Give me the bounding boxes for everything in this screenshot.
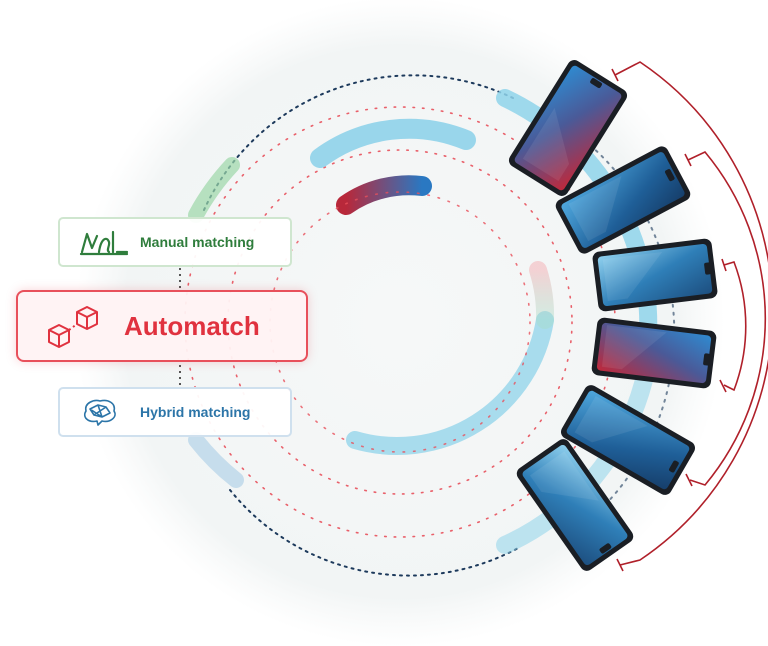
screen-reflection <box>601 325 667 370</box>
dotted-ring-center <box>269 191 531 453</box>
manual-matching-label: Manual matching <box>140 234 255 250</box>
phone-3 <box>592 238 718 312</box>
phone-6 <box>516 439 634 571</box>
dotted-ring-inner <box>227 149 573 495</box>
phone-notch <box>590 78 603 89</box>
phone-4 <box>591 317 717 389</box>
grouping-brackets <box>611 61 768 572</box>
screen-reflection <box>574 395 648 443</box>
neural-network-icon <box>78 397 122 427</box>
hybrid-matching-card[interactable]: Hybrid matching <box>58 387 292 437</box>
ring-segment-left-fade <box>188 432 244 488</box>
inner-arc-accent <box>336 175 432 215</box>
dotted-arc-top <box>203 74 516 211</box>
manual-matching-card[interactable]: Manual matching <box>58 217 292 267</box>
dotted-arc-bottom <box>229 489 521 577</box>
phone-notch <box>703 353 711 366</box>
screen-reflection <box>602 251 663 301</box>
phone-1 <box>508 60 628 196</box>
screen-reflection <box>522 107 570 182</box>
automatch-label: Automatch <box>124 310 260 341</box>
phone-2 <box>555 146 691 254</box>
screen-reflection <box>568 175 622 242</box>
ring-segment-green <box>188 157 240 223</box>
phone-notch <box>599 543 612 554</box>
inner-arc-fade <box>529 261 555 329</box>
inner-arc-bottom <box>346 311 554 455</box>
phone-notch <box>669 460 679 473</box>
cubes-icon <box>44 304 104 348</box>
automatch-card[interactable]: Automatch <box>16 290 308 362</box>
phone-notch <box>704 262 712 275</box>
hybrid-matching-label: Hybrid matching <box>140 404 251 420</box>
inner-arc-top <box>310 118 476 168</box>
screen-reflection <box>529 451 599 501</box>
phone-5 <box>561 385 695 495</box>
phone-notch <box>665 169 675 182</box>
manual-matching-icon <box>78 228 130 256</box>
